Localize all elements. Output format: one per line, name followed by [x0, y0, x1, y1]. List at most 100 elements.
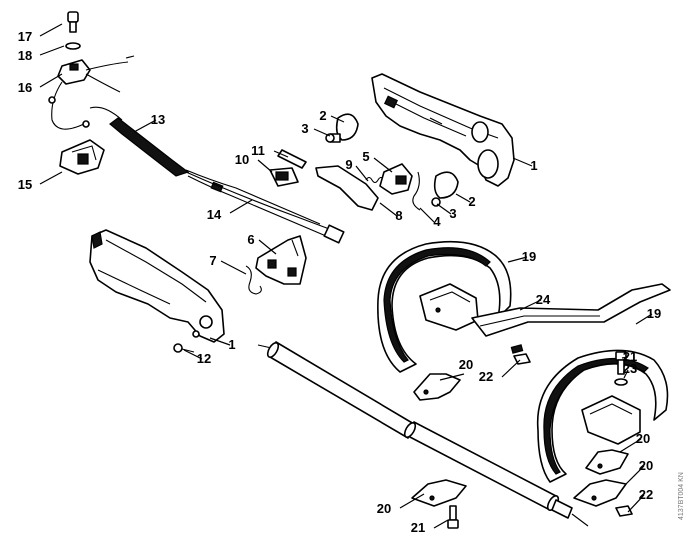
screw-21-bottom: [447, 505, 459, 529]
screw-17: [67, 11, 79, 33]
drive-tube: [257, 341, 589, 527]
throttle-trigger-8: [315, 165, 379, 211]
part-number-c17: 17: [18, 29, 32, 44]
screw-12: [173, 343, 195, 353]
part-number-c16: 16: [18, 80, 32, 95]
part-number-c23: 23: [623, 361, 637, 376]
leader-line-c24: [519, 299, 542, 311]
leader-line-c21a: [621, 356, 629, 359]
part-number-c6: 6: [247, 232, 254, 247]
part-number-c1b: 1: [228, 337, 235, 352]
leader-line-c19a: [507, 256, 528, 263]
leader-line-c7: [220, 260, 247, 275]
switch-16: [48, 59, 129, 130]
leader-line-c18: [39, 45, 65, 56]
leader-line-c4: [419, 207, 435, 223]
part-number-c19a: 19: [522, 249, 536, 264]
spring-11: [277, 149, 307, 169]
interlock-6: [255, 235, 307, 285]
lever-5: [379, 163, 413, 195]
short-circuit-wire-13: [89, 55, 327, 237]
leader-line-c20d: [399, 493, 425, 509]
part-number-c21b: 21: [411, 520, 425, 535]
washer-23: [614, 378, 628, 386]
leader-line-c5: [373, 157, 393, 173]
screw-top: [325, 133, 335, 143]
part-number-c22a: 22: [479, 369, 493, 384]
nut-22-top: [513, 353, 531, 365]
clamp-20-right-b: [573, 479, 627, 507]
clamp-bottom: [433, 171, 459, 199]
part-number-c22b: 22: [639, 487, 653, 502]
rear-handle-shell: [89, 229, 225, 343]
part-number-c15: 15: [18, 177, 32, 192]
part-number-c20d: 20: [377, 501, 391, 516]
leader-line-c22a: [501, 359, 521, 378]
part-number-c20c: 20: [639, 458, 653, 473]
part-number-c24: 24: [536, 292, 551, 307]
slide-10: [269, 167, 299, 187]
leader-line-c6: [258, 239, 277, 255]
leader-line-c2a: [330, 115, 345, 123]
part-number-c10: 10: [235, 152, 249, 167]
leader-line-c12: [183, 349, 203, 360]
leader-line-c15: [39, 171, 63, 185]
part-number-c3b: 3: [449, 206, 456, 221]
control-handle-housing: [371, 73, 515, 187]
clamp-20-bottom: [411, 479, 467, 507]
part-number-c8: 8: [395, 208, 402, 223]
clamp-20-top: [413, 373, 461, 401]
loop-handle-top: [377, 240, 512, 373]
part-number-c12: 12: [197, 351, 211, 366]
part-number-c20a: 20: [459, 357, 473, 372]
leader-line-c14: [229, 199, 253, 214]
spring-4: [412, 171, 421, 211]
leader-line-c1b: [209, 337, 231, 346]
leader-line-c20c: [625, 465, 645, 485]
part-number-c2a: 2: [319, 108, 326, 123]
leader-line-c23: [623, 369, 629, 379]
leader-line-c3a: [313, 128, 331, 137]
switch-housing-15: [59, 139, 105, 175]
barrier-bar-24: [471, 283, 671, 354]
leader-line-c19b: [635, 313, 653, 325]
loop-handle-bottom: [536, 349, 669, 483]
leader-line-c17: [39, 23, 63, 37]
part-number-c21a: 21: [623, 349, 637, 364]
leader-line-c20a: [439, 373, 465, 381]
washer-18: [65, 42, 81, 50]
leader-line-c3b: [436, 203, 452, 215]
leader-line-c10: [257, 159, 273, 173]
part-number-c9: 9: [345, 157, 352, 172]
leader-line-c21b: [433, 519, 449, 529]
leader-line-c16: [39, 73, 63, 88]
leader-line-c9: [355, 165, 369, 182]
drawing-code: 4137BT004 KN: [678, 472, 685, 520]
leader-line-c13: [133, 119, 157, 133]
part-number-c3a: 3: [301, 121, 308, 136]
part-number-c13: 13: [151, 112, 165, 127]
part-number-c5: 5: [362, 149, 369, 164]
leader-line-c22b: [627, 494, 645, 513]
part-number-c11: 11: [251, 143, 265, 158]
part-number-c4: 4: [433, 214, 441, 229]
part-number-c18: 18: [18, 48, 32, 63]
clamp-20-right-a: [585, 449, 629, 475]
torsion-spring-7: [245, 265, 262, 295]
part-number-c19b: 19: [647, 306, 661, 321]
leader-line-c8: [379, 202, 398, 217]
spring-9: [365, 176, 385, 184]
part-number-c14: 14: [207, 207, 222, 222]
leader-line-c1a: [512, 157, 533, 167]
leader-line-c20b: [619, 438, 642, 453]
leader-line-c11: [273, 150, 289, 158]
part-number-c1a: 1: [530, 158, 537, 173]
nut-22-bottom: [615, 505, 633, 517]
part-number-c7: 7: [209, 253, 216, 268]
leader-line-c2b: [455, 193, 471, 203]
part-number-c20b: 20: [636, 431, 650, 446]
throttle-cable-14: [185, 171, 345, 244]
part-number-c2b: 2: [468, 194, 475, 209]
